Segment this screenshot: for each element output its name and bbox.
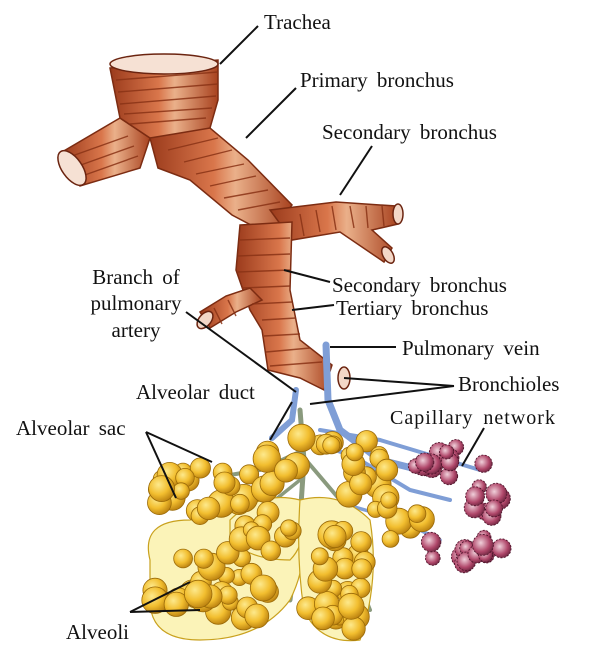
capillary-bead bbox=[416, 453, 434, 471]
capillary-bead bbox=[475, 455, 492, 472]
label-trachea: Trachea bbox=[264, 12, 331, 33]
trachea-opening bbox=[110, 54, 218, 74]
alveolus bbox=[281, 520, 297, 536]
alveolus bbox=[288, 424, 315, 451]
alveolus bbox=[342, 617, 365, 640]
right-primary-bronchus bbox=[150, 128, 292, 235]
label-bronchioles: Bronchioles bbox=[458, 374, 559, 395]
alveolus bbox=[352, 559, 372, 579]
label-secondary-bronchus-top: Secondary bronchus bbox=[322, 122, 497, 143]
alveolus bbox=[323, 437, 340, 454]
label-alveolar-duct: Alveolar duct bbox=[136, 382, 255, 403]
label-primary-bronchus: Primary bronchus bbox=[300, 70, 454, 91]
alveolus bbox=[381, 492, 397, 508]
alveolus bbox=[408, 505, 426, 523]
label-alveolar-sac: Alveolar sac bbox=[16, 418, 126, 439]
capillary-network-clusters bbox=[408, 440, 511, 573]
lower-branch-opening bbox=[379, 245, 397, 266]
label-alveoli: Alveoli bbox=[66, 622, 129, 643]
alveolus bbox=[346, 444, 363, 461]
alveolus bbox=[250, 575, 276, 601]
capillary-bead bbox=[486, 500, 503, 517]
capillary-bead bbox=[425, 551, 440, 566]
label-pulmonary-vein: Pulmonary vein bbox=[402, 338, 540, 359]
alveolus bbox=[275, 459, 298, 482]
capillary-bead bbox=[421, 532, 441, 552]
label-tertiary-bronchus: Tertiary bronchus bbox=[336, 298, 488, 319]
upper-branch-opening bbox=[393, 204, 403, 224]
alveolus bbox=[214, 472, 235, 493]
alveolus bbox=[338, 593, 364, 619]
capillary-bead bbox=[466, 487, 485, 506]
tertiary-bronchus-leader bbox=[292, 305, 334, 310]
alveolus bbox=[197, 497, 220, 520]
alveolus bbox=[194, 549, 213, 568]
branch-line-1: Branch of bbox=[76, 264, 196, 290]
alveolus bbox=[312, 607, 335, 630]
alveolus bbox=[245, 604, 269, 628]
alveolus bbox=[261, 541, 281, 561]
label-secondary-bronchus-mid: Secondary bronchus bbox=[332, 275, 507, 296]
label-branch-of-pulmonary-artery: Branch of pulmonary artery bbox=[76, 264, 196, 343]
bronchioles-leader-1 bbox=[344, 378, 454, 386]
alveolus bbox=[311, 548, 328, 565]
branch-line-2: pulmonary bbox=[76, 290, 196, 316]
alveolus bbox=[351, 532, 372, 553]
capillary-bead bbox=[492, 539, 511, 558]
branch-line-3: artery bbox=[76, 317, 196, 343]
alveolus bbox=[382, 531, 399, 548]
alveolus bbox=[184, 580, 212, 608]
label-capillary-network: Capillary network bbox=[390, 408, 556, 428]
primary-bronchus-leader bbox=[246, 88, 296, 138]
alveolus bbox=[350, 473, 372, 495]
alveolar-sac-leader-1 bbox=[146, 432, 212, 462]
trachea-leader bbox=[220, 26, 258, 64]
bronchioles-leader-2 bbox=[310, 386, 454, 404]
alveolus bbox=[231, 494, 250, 513]
alveolus bbox=[376, 459, 398, 481]
capillary-bead bbox=[440, 445, 454, 459]
alveolus bbox=[174, 549, 193, 568]
secondary-bronchus-top-leader bbox=[340, 146, 372, 195]
alveolar-sac-clusters bbox=[142, 424, 435, 640]
capillary-bead bbox=[472, 534, 493, 555]
alveolus bbox=[324, 525, 346, 547]
